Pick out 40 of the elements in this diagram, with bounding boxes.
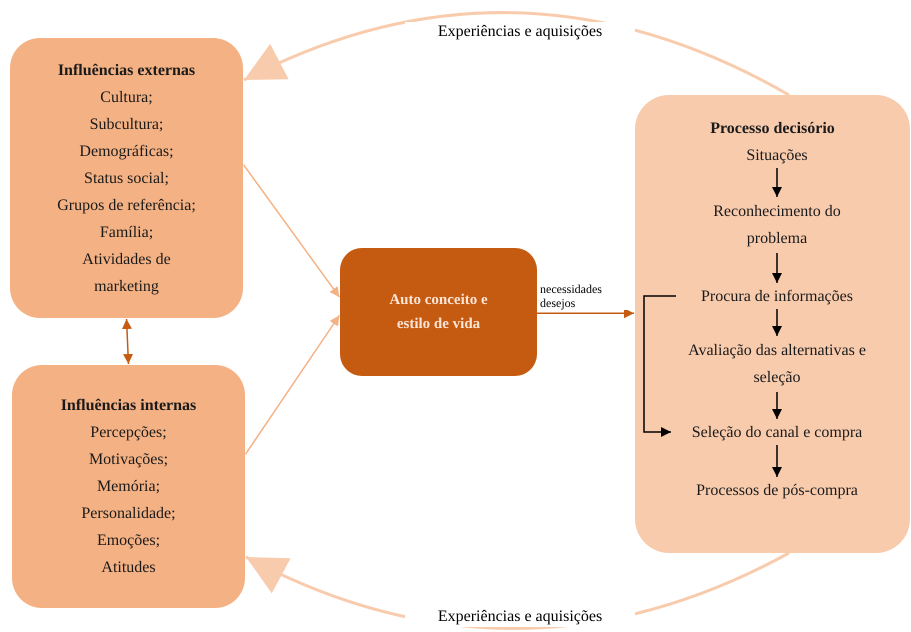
arrow bbox=[122, 318, 134, 364]
list-item: Atividades de marketing bbox=[81, 250, 172, 296]
arrow bbox=[772, 253, 782, 283]
list-item: Subcultura; bbox=[90, 114, 164, 134]
arrow bbox=[772, 392, 782, 419]
step-text: Seleção do canal e compra bbox=[672, 420, 882, 444]
step-text: Procura de informações bbox=[677, 284, 877, 308]
box-heading: Processo decisório bbox=[710, 119, 835, 139]
edge-label: necessidades desejos bbox=[540, 282, 630, 310]
edge-label: Experiências e aquisições bbox=[405, 607, 635, 627]
box-heading: Influências internas bbox=[60, 396, 196, 416]
step-text: Reconhecimento do problema bbox=[687, 198, 867, 252]
list-item: Demográficas; bbox=[79, 142, 174, 162]
list-item: Grupos de referência; bbox=[57, 196, 196, 216]
list-item: Cultura; bbox=[100, 88, 153, 108]
list-item: Percepções; bbox=[90, 423, 167, 443]
step-text: Processos de pós-compra bbox=[672, 478, 882, 502]
arrow bbox=[242, 164, 340, 298]
curved-arrow bbox=[243, 11, 790, 96]
edge-label: Experiências e aquisições bbox=[405, 22, 635, 42]
influence-box bbox=[12, 365, 245, 608]
arrow bbox=[772, 309, 782, 336]
list-item: Memória; bbox=[96, 477, 160, 497]
list-item: Atitudes bbox=[101, 558, 156, 578]
list-item: Família; bbox=[100, 222, 154, 242]
arrow bbox=[772, 445, 782, 477]
list-item: Personalidade; bbox=[81, 504, 176, 524]
step-text: Situações bbox=[717, 143, 837, 167]
step-text: Avaliação das alternativas e seleção bbox=[677, 337, 877, 391]
arrow bbox=[772, 168, 782, 197]
arrow bbox=[244, 314, 340, 454]
process-panel bbox=[635, 95, 910, 553]
arrow bbox=[643, 295, 676, 437]
arrow bbox=[537, 308, 634, 318]
concept-box: Auto conceito e estilo de vida bbox=[340, 248, 537, 376]
list-item: Emoções; bbox=[96, 531, 160, 551]
box-heading: Influências externas bbox=[58, 60, 196, 80]
list-item: Motivações; bbox=[88, 450, 168, 470]
list-item: Status social; bbox=[84, 168, 169, 188]
influence-box bbox=[10, 38, 243, 318]
